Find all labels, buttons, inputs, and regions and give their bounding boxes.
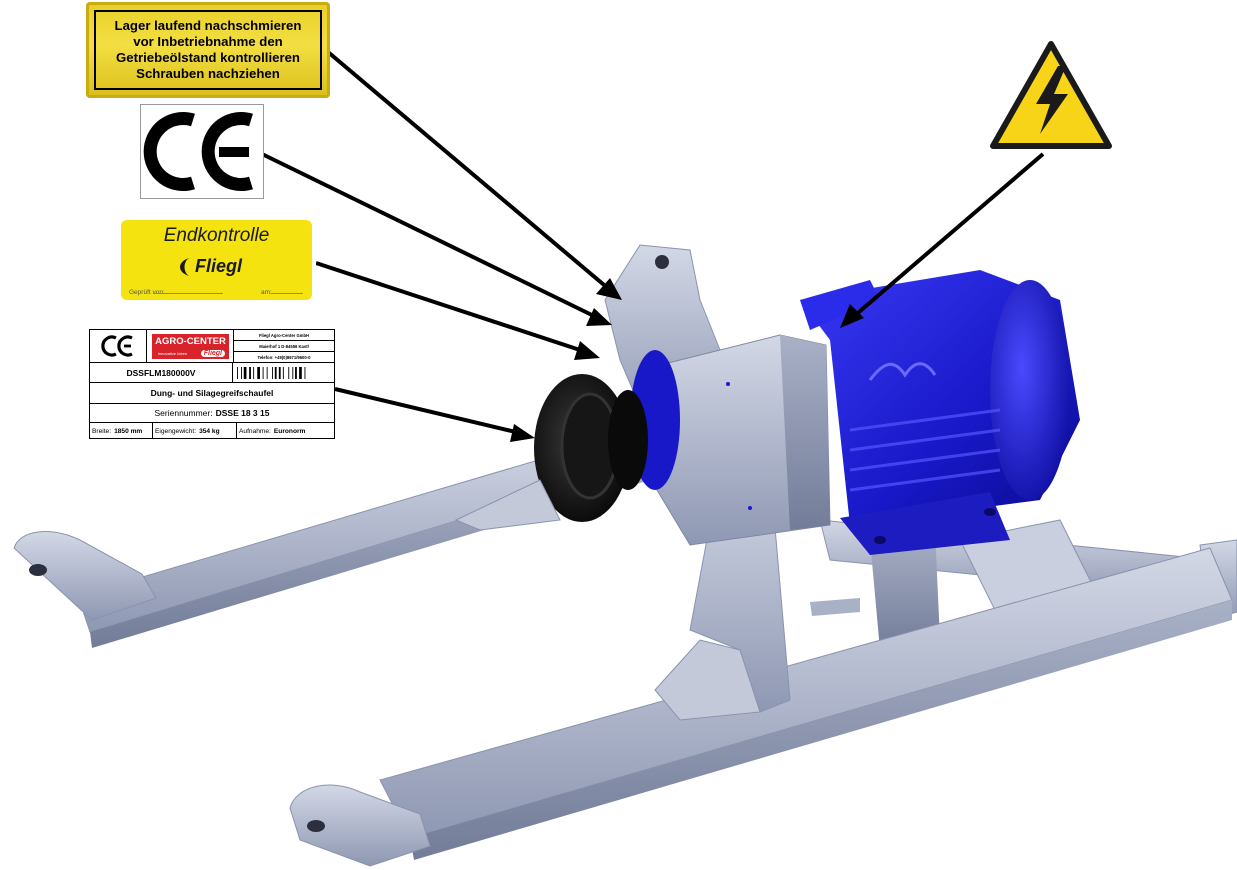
- weight-value: 354 kg: [199, 427, 220, 435]
- article-number: DSSFLM180000V: [90, 363, 233, 382]
- leader-arrows: [261, 50, 1045, 442]
- final-inspection-title: Endkontrolle: [163, 225, 270, 246]
- date-line: [271, 293, 303, 294]
- type-plate-ce-icon: [90, 330, 147, 363]
- drive-pulley: [534, 350, 680, 522]
- final-inspection-body: Endkontrolle Fliegl Geprüft von: am:: [121, 220, 312, 300]
- weight-cell: Eigengewicht: 354 kg: [153, 423, 237, 439]
- serial-row: Seriennummer: DSSE 18 3 15: [90, 404, 334, 423]
- lubrication-warning-frame: Lager laufend nachschmieren vor Inbetrie…: [94, 10, 322, 90]
- lubrication-line-1: Lager laufend nachschmieren: [114, 18, 302, 33]
- right-skid: [289, 547, 1233, 867]
- serial-value: DSSE 18 3 15: [215, 408, 270, 418]
- mount-cell: Aufnahme: Euronorm: [237, 423, 334, 439]
- ce-mark-icon: [140, 104, 264, 199]
- type-plate-header: AGRO-CENTER innovative Ideen Fliegl Flie…: [90, 330, 334, 363]
- company-address: Maierhof 1 D-84556 Kastl: [234, 341, 334, 352]
- product-name: Dung- und Silagegreifschaufel: [150, 388, 274, 398]
- brand-name: AGRO-CENTER: [155, 336, 226, 347]
- lubrication-line-3: Getriebeölstand kontrollieren: [116, 50, 300, 65]
- gearbox-housing: [639, 334, 831, 546]
- type-plate: AGRO-CENTER innovative Ideen Fliegl Flie…: [89, 329, 335, 439]
- checked-by-line: [153, 293, 223, 294]
- agro-center-logo: AGRO-CENTER innovative Ideen Fliegl: [152, 334, 229, 359]
- lubrication-warning-label: Lager laufend nachschmieren vor Inbetrie…: [86, 2, 330, 98]
- width-value: 1850 mm: [114, 427, 143, 435]
- brand-logo: Fliegl: [200, 350, 225, 357]
- mount-label: Aufnahme:: [239, 427, 271, 435]
- scraper-blade: [454, 479, 561, 531]
- fliegl-logo-text: Fliegl: [195, 256, 243, 276]
- product-row: Dung- und Silagegreifschaufel: [90, 383, 334, 404]
- company-name: Fliegl Agro-Center GmbH: [234, 330, 334, 341]
- lubrication-line-2: vor Inbetriebnahme den: [133, 34, 283, 49]
- article-row: DSSFLM180000V: [90, 363, 334, 383]
- weight-label: Eigengewicht:: [155, 427, 197, 435]
- lubrication-line-4: Schrauben nachziehen: [136, 66, 280, 81]
- width-cell: Breite: 1850 mm: [90, 423, 153, 439]
- mount-value: Euronorm: [273, 427, 306, 435]
- date-label: am:: [261, 289, 272, 296]
- serial-label: Seriennummer:: [154, 408, 213, 418]
- high-voltage-warning-icon: [990, 41, 1112, 149]
- barcode-icon: [237, 367, 306, 379]
- final-inspection-sticker: Endkontrolle Fliegl Geprüft von: am:: [117, 216, 316, 304]
- company-phone: Telefon: +49(0)8671/9600-0: [257, 355, 311, 360]
- fliegl-logo-icon: Fliegl: [180, 256, 243, 276]
- spec-row: Breite: 1850 mm Eigengewicht: 354 kg Auf…: [90, 423, 334, 439]
- width-label: Breite:: [92, 427, 112, 435]
- company-address-block: Fliegl Agro-Center GmbH Maierhof 1 D-845…: [233, 330, 334, 363]
- brand-tagline: innovative Ideen: [158, 351, 188, 356]
- electric-motor: [800, 270, 1080, 555]
- checked-by-label: Geprüft von:: [129, 289, 165, 296]
